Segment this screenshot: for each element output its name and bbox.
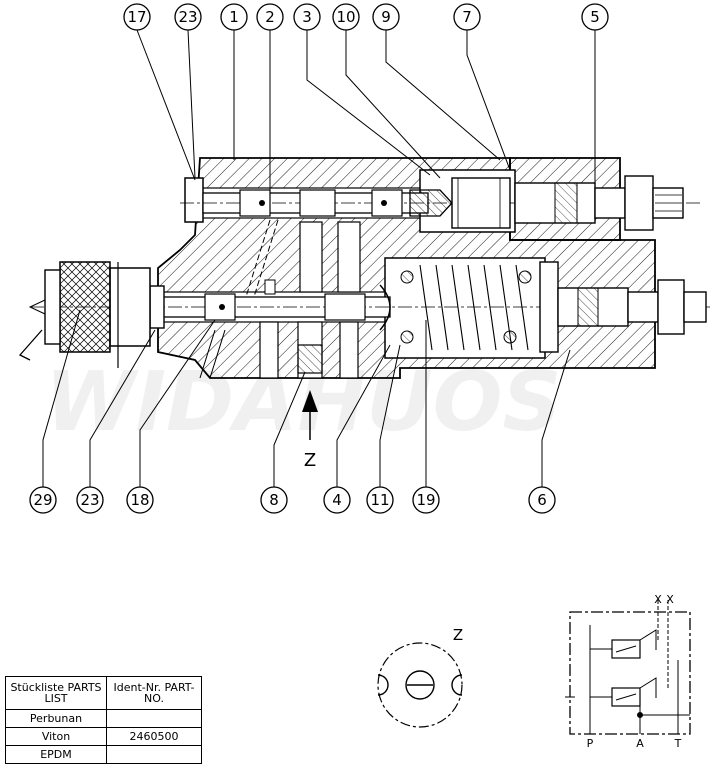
parts-list-header: Stückliste PARTS LIST Ident-Nr. PART-NO. <box>5 676 202 710</box>
callout-top-4: 2 <box>265 8 275 26</box>
header-part-no: Ident-Nr. PART-NO. <box>106 676 202 710</box>
callout-bottom-2: 23 <box>80 491 99 509</box>
hydraulic-schematic <box>565 600 691 735</box>
table-row: Viton 2460500 <box>5 727 202 746</box>
callouts-bottom <box>29 486 556 514</box>
view-label: Z <box>304 450 316 471</box>
callout-top-5: 3 <box>302 8 312 26</box>
port-x1-label: X <box>654 593 662 606</box>
callout-top-2: 23 <box>178 8 197 26</box>
table-row: Perbunan <box>5 709 202 728</box>
callout-top-9: 5 <box>590 8 600 26</box>
callout-bottom-3: 18 <box>130 491 149 509</box>
detail-view-z: Z <box>377 626 463 728</box>
callouts-top <box>123 3 609 31</box>
table-row: EPDM <box>5 745 202 764</box>
callout-bottom-5: 4 <box>332 491 342 509</box>
callout-bottom-1: 29 <box>33 491 52 509</box>
port-x2-label: X <box>666 593 674 606</box>
detail-label: Z <box>453 626 463 644</box>
callout-top-8: 7 <box>462 8 472 26</box>
part-no-cell <box>106 745 202 764</box>
callout-top-6: 10 <box>336 8 355 26</box>
leader-lines-top <box>136 29 596 200</box>
callout-bottom-7: 19 <box>416 491 435 509</box>
upper-spool <box>180 175 700 231</box>
callout-bottom-8: 6 <box>537 491 547 509</box>
callout-bottom-4: 8 <box>269 491 279 509</box>
material-cell: EPDM <box>5 745 107 764</box>
part-no-cell <box>106 709 202 728</box>
callout-bottom-6: 11 <box>370 491 389 509</box>
header-parts-list: Stückliste PARTS LIST <box>5 676 107 710</box>
callout-top-1: 17 <box>127 8 146 26</box>
material-cell: Viton <box>5 727 107 746</box>
callout-top-7: 9 <box>381 8 391 26</box>
leader-lines-bottom <box>42 309 571 487</box>
material-cell: Perbunan <box>5 709 107 728</box>
parts-list-table: Stückliste PARTS LIST Ident-Nr. PART-NO.… <box>5 676 202 764</box>
callout-top-3: 1 <box>229 8 239 26</box>
part-no-cell: 2460500 <box>106 727 202 746</box>
port-p-label: P <box>587 737 594 750</box>
view-arrow: Z <box>302 390 318 471</box>
lower-spool <box>18 261 710 368</box>
port-t-label: T <box>674 737 682 750</box>
port-a-label: A <box>636 737 644 750</box>
